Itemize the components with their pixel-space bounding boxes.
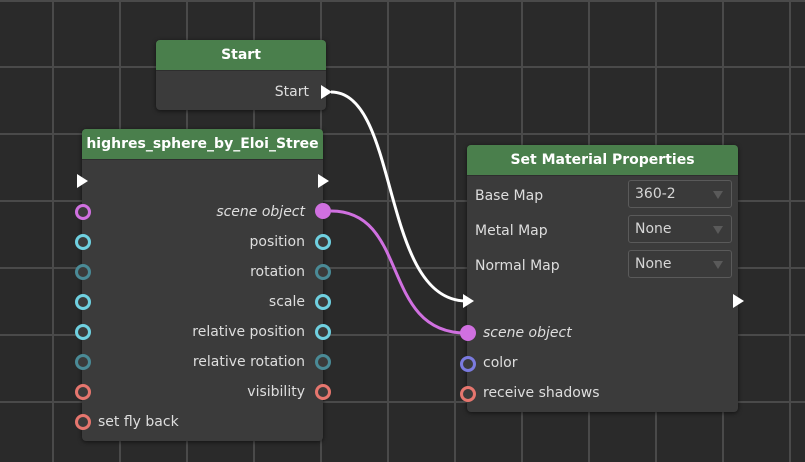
metal-map-value: None (635, 221, 672, 237)
set-material-receive-shadows-label: receive shadows (483, 385, 600, 401)
normal-map-label: Normal Map (475, 258, 560, 274)
set-material-node-title[interactable]: Set Material Properties (467, 145, 738, 176)
start-node[interactable]: Start Start (156, 40, 332, 110)
sphere-set-fly-back-label: set fly back (98, 414, 179, 430)
sphere-flow-input-port[interactable] (77, 174, 88, 188)
set-material-color-label: color (483, 355, 518, 371)
base-map-select[interactable]: 360-2 (628, 180, 732, 208)
set-material-color-input-port[interactable] (460, 356, 476, 372)
scene-object-wire (330, 209, 467, 335)
start-flow-output-port[interactable] (321, 85, 332, 99)
sphere-rotation-input-port[interactable] (75, 264, 91, 280)
set-material-flow-input-port[interactable] (463, 294, 474, 308)
sphere-relative-rotation-input-port[interactable] (75, 354, 91, 370)
sphere-relative-rotation-label: relative rotation (192, 354, 305, 370)
sphere-scale-output-port[interactable] (315, 294, 331, 310)
set-material-flow-output-port[interactable] (733, 294, 744, 308)
metal-map-select[interactable]: None (628, 215, 732, 243)
sphere-relative-position-output-port[interactable] (315, 324, 331, 340)
set-material-node[interactable]: Set Material Properties Base Map 360-2 M… (460, 145, 744, 412)
sphere-position-output-port[interactable] (315, 234, 331, 250)
flow-wire (330, 90, 467, 303)
normal-map-value: None (635, 256, 672, 272)
sphere-scene-object-input-port[interactable] (75, 204, 91, 220)
sphere-visibility-label: visibility (247, 384, 305, 400)
sphere-relative-position-input-port[interactable] (75, 324, 91, 340)
start-output-label: Start (274, 84, 309, 100)
sphere-visibility-output-port[interactable] (315, 384, 331, 400)
sphere-node[interactable]: highres_sphere_by_Eloi_Stree scene objec… (75, 129, 331, 441)
base-map-value: 360-2 (635, 186, 676, 202)
base-map-label: Base Map (475, 188, 544, 204)
sphere-relative-rotation-output-port[interactable] (315, 354, 331, 370)
chevron-down-icon (713, 226, 723, 234)
sphere-node-title[interactable]: highres_sphere_by_Eloi_Stree (82, 129, 323, 160)
sphere-position-input-port[interactable] (75, 234, 91, 250)
set-material-scene-object-input-port[interactable] (460, 325, 476, 341)
sphere-flow-output-port[interactable] (318, 174, 329, 188)
sphere-scene-object-label: scene object (216, 204, 305, 220)
sphere-rotation-label: rotation (250, 264, 305, 280)
sphere-position-label: position (249, 234, 305, 250)
sphere-relative-position-label: relative position (192, 324, 305, 340)
metal-map-label: Metal Map (475, 223, 548, 239)
chevron-down-icon (713, 261, 723, 269)
set-material-scene-object-label: scene object (483, 325, 572, 341)
normal-map-select[interactable]: None (628, 250, 732, 278)
sphere-scale-label: scale (268, 294, 305, 310)
sphere-scene-object-output-port[interactable] (315, 203, 331, 219)
sphere-set-fly-back-input-port[interactable] (75, 414, 91, 430)
sphere-scale-input-port[interactable] (75, 294, 91, 310)
sphere-visibility-input-port[interactable] (75, 384, 91, 400)
chevron-down-icon (713, 191, 723, 199)
set-material-receive-shadows-input-port[interactable] (460, 386, 476, 402)
sphere-rotation-output-port[interactable] (315, 264, 331, 280)
start-node-title[interactable]: Start (156, 40, 326, 71)
